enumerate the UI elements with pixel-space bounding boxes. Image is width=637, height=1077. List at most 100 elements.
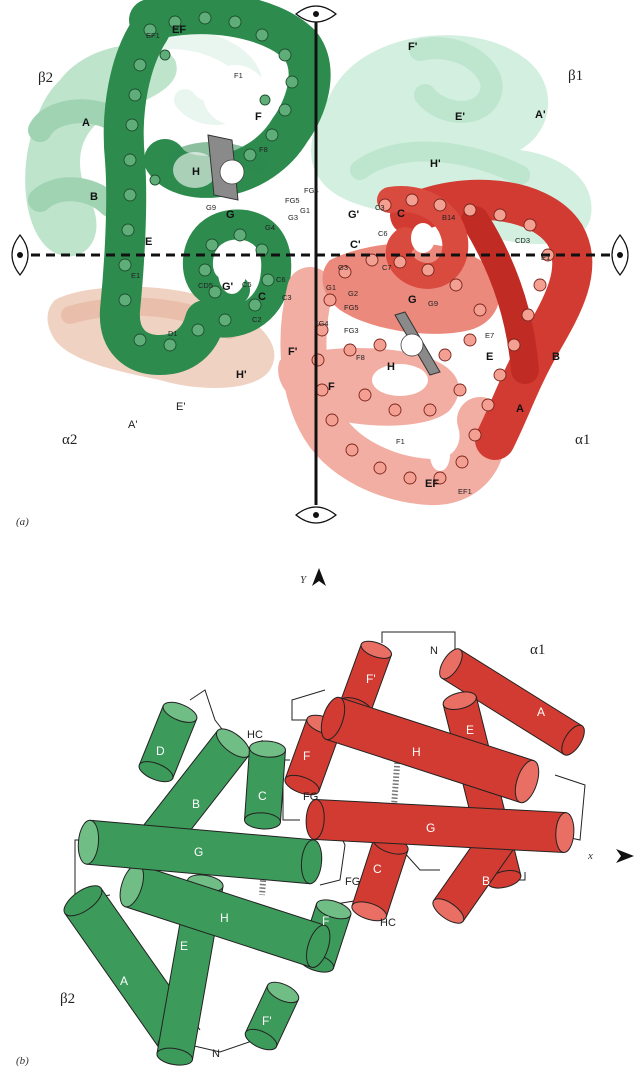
residue-label: B14 [442, 213, 455, 222]
residue-label: G3 [288, 213, 298, 222]
helix-label: EF [172, 24, 186, 36]
residue-label: C3 [282, 293, 292, 302]
chain-label-alpha2: α2 [62, 432, 77, 448]
helix-label: E [180, 939, 188, 953]
helix-label: A [537, 705, 545, 719]
panel-a: β2 β1 α2 α1 EF F H G A B E G' C H' F' E'… [12, 6, 628, 528]
residue-label: E7 [485, 331, 494, 340]
eye-icon-right [612, 235, 628, 275]
helix-label: F' [288, 346, 298, 358]
x-arrow-icon [616, 849, 634, 863]
loop-label: HC [247, 729, 263, 741]
residue-label: C6 [276, 275, 286, 284]
residue-label: C2 [252, 315, 262, 324]
helix-label: E [145, 236, 152, 248]
residue-label: FG3 [344, 326, 359, 335]
residue-label: FG5 [285, 196, 300, 205]
helix-label: C [258, 789, 267, 803]
alpha1-helices [282, 638, 588, 928]
helix-label: G [426, 821, 435, 835]
panel-b-label: (b) [16, 1055, 29, 1067]
helix-label: A [120, 974, 128, 988]
residue-label: F8 [259, 145, 268, 154]
helix-label: A' [128, 419, 137, 431]
chain-label-alpha1: α1 [575, 432, 590, 448]
helix-label: G' [348, 209, 360, 221]
residue-label: G2 [348, 289, 358, 298]
helix-label: C' [350, 239, 361, 251]
helix-label: H [192, 166, 200, 178]
y-axis-label: Y [300, 574, 308, 586]
helix-label: E' [455, 111, 465, 123]
eye-icon-bottom [296, 507, 336, 523]
helix-label: C [373, 862, 382, 876]
helix-label: H' [236, 369, 247, 381]
y-arrow-icon [312, 568, 326, 586]
helix-label: H' [430, 158, 441, 170]
helix-label: F' [408, 41, 418, 53]
residue-label: G1 [300, 206, 310, 215]
helix-label: EF [425, 478, 439, 490]
helix-label: F [303, 749, 310, 763]
helix-label: E [466, 723, 474, 737]
residue-label: G9 [428, 299, 438, 308]
chain-label-beta1: β1 [568, 68, 583, 84]
residue-label: FG4 [304, 186, 319, 195]
residue-label: G3 [338, 263, 348, 272]
helix-label: C [397, 208, 405, 220]
terminus-label: N [212, 1048, 220, 1060]
residue-label: C5 [242, 280, 252, 289]
helix-C-cylinder-beta [244, 740, 286, 830]
helix-label: F [255, 111, 262, 123]
residue-label: C3 [375, 203, 385, 212]
x-axis-indicator: x [587, 849, 634, 863]
residue-label: EF1 [146, 31, 160, 40]
helix-label: F [322, 914, 329, 928]
helix-label: F' [262, 1014, 272, 1028]
residue-label: G1 [326, 283, 336, 292]
residue-label: CD5 [198, 281, 213, 290]
x-axis-label: x [587, 850, 593, 862]
residue-label: F1 [396, 437, 405, 446]
helix-label: B [552, 351, 560, 363]
helix-label: H [220, 911, 229, 925]
loop-label: FG [345, 876, 360, 888]
residue-label: CD3 [515, 236, 530, 245]
helix-label: H [387, 361, 395, 373]
residue-label: D1 [168, 329, 178, 338]
helix-label: E' [176, 401, 185, 413]
helix-label: F [328, 381, 335, 393]
helix-label: A [516, 403, 524, 415]
helix-G-cylinder [305, 799, 575, 853]
y-axis-indicator: Y [300, 568, 326, 586]
residue-label: EF1 [458, 487, 472, 496]
helix-label: G' [222, 281, 234, 293]
chain-label-beta2-b: β2 [60, 991, 75, 1007]
helix-label: B [90, 191, 98, 203]
eye-icon-left [12, 235, 28, 275]
helix-label: A [82, 117, 90, 129]
helix-label: H [412, 745, 421, 759]
residue-label: FG4 [314, 319, 329, 328]
alpha2-helix-labels: E' A' [128, 401, 185, 431]
residue-label: FG5 [344, 303, 359, 312]
residue-label: F8 [356, 353, 365, 362]
helix-label: D [156, 744, 165, 758]
residue-label: C6 [378, 229, 388, 238]
helix-F-prime-cylinder-beta [242, 978, 302, 1054]
residue-label: E1 [541, 253, 550, 262]
loop-label: HC [380, 917, 396, 929]
residue-label: E1 [131, 271, 140, 280]
helix-label: C [258, 291, 266, 303]
chain-label-alpha1-b: α1 [530, 642, 545, 658]
helix-label: B [482, 874, 490, 888]
helix-label: G [226, 209, 235, 221]
terminus-label: N [430, 645, 438, 657]
helix-label: G [408, 294, 417, 306]
residue-label: F1 [234, 71, 243, 80]
residue-label: G9 [206, 203, 216, 212]
panel-a-label: (a) [16, 516, 29, 528]
chain-label-beta2: β2 [38, 70, 53, 86]
loop-label: FG [303, 791, 318, 803]
